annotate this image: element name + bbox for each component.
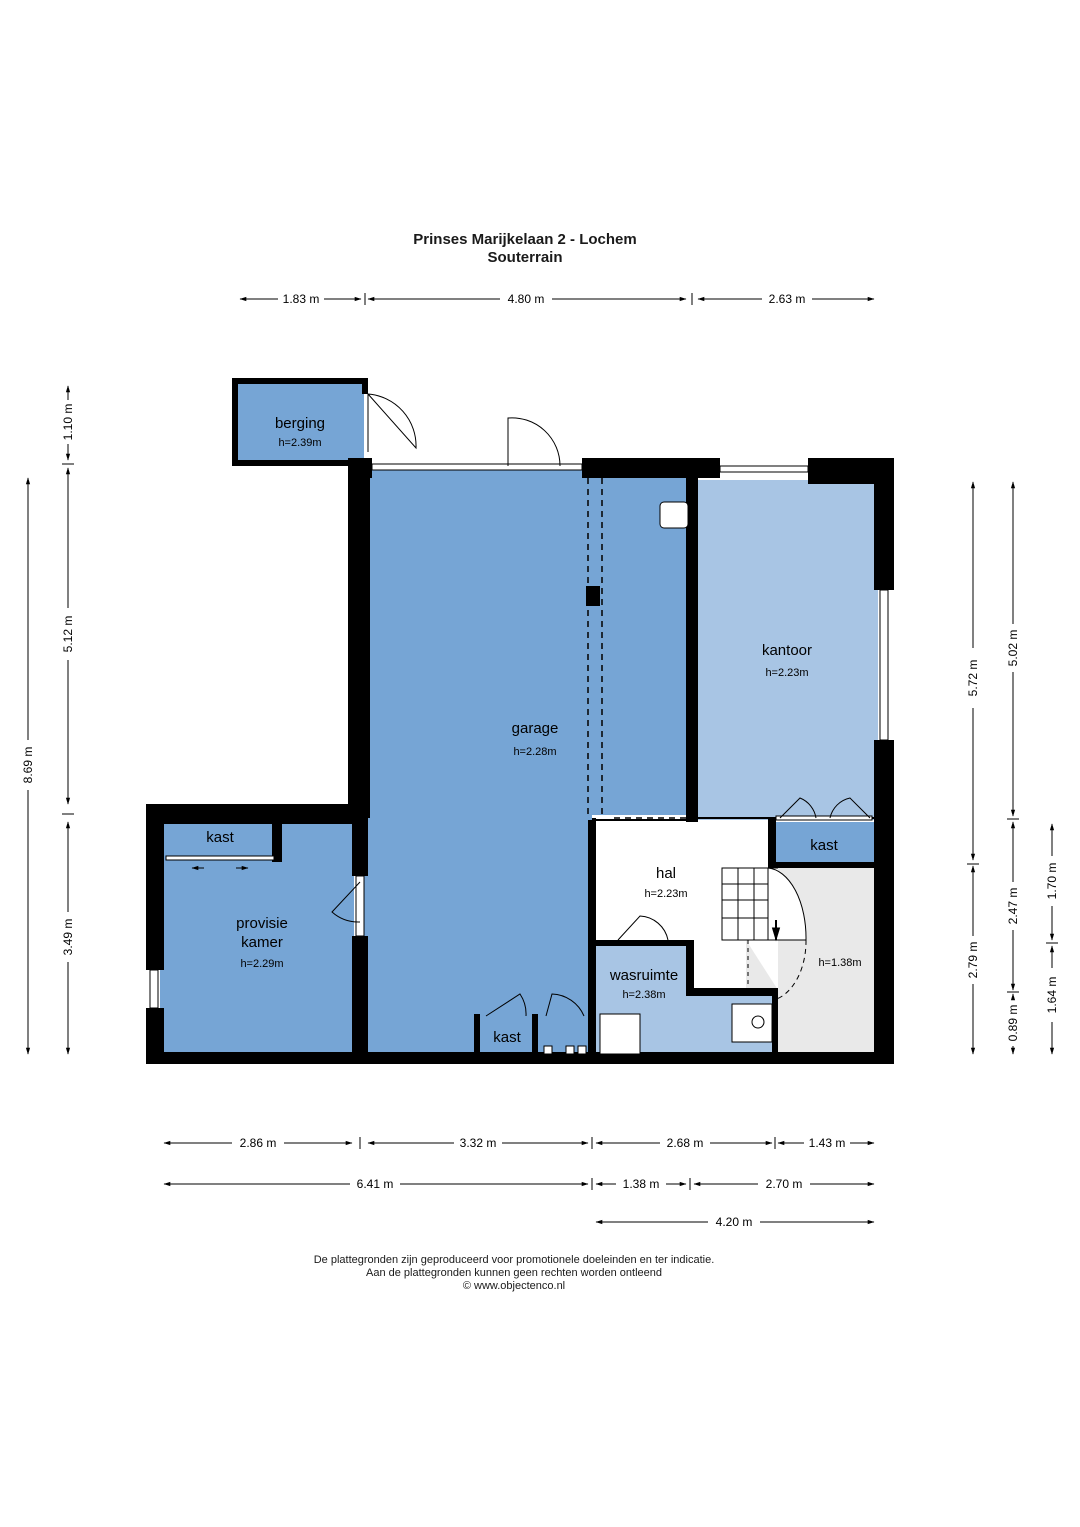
dim-top-3: 2.63 m: [769, 292, 806, 306]
plan-subtitle: Souterrain: [487, 249, 563, 266]
copyright-link[interactable]: © www.objectenco.nl: [462, 1280, 566, 1292]
doors: [331, 393, 871, 1017]
disclaimer-line-1: De plattegronden zijn geproduceerd voor …: [313, 1254, 715, 1266]
room-berging-name: berging: [275, 415, 325, 432]
dim-left-outer: 8.69 m: [21, 747, 35, 784]
dim-bottom-2-2: 1.38 m: [623, 1177, 660, 1191]
counter: [599, 1013, 641, 1055]
kast-provisie-area: [164, 824, 276, 858]
room-kantoor-name: kantoor: [762, 642, 812, 659]
room-kast-kantoor-name: kast: [810, 837, 838, 854]
room-kast-provisie-name: kast: [206, 829, 234, 846]
berging-area: [236, 382, 364, 462]
room-berging-height: h=2.39m: [278, 437, 321, 449]
dim-bottom-1-2: 3.32 m: [460, 1136, 497, 1150]
kantoor-area: [696, 480, 878, 820]
dashed-beams: [587, 478, 764, 819]
room-stair-height: h=1.38m: [818, 957, 861, 969]
room-wasruimte-name: wasruimte: [609, 967, 678, 984]
walls: [146, 378, 894, 1064]
disclaimer-line-2: Aan de plattegronden kunnen geen rechten…: [365, 1267, 662, 1279]
dim-right-c-2: 1.64 m: [1045, 977, 1059, 1014]
dimension-lines: [25, 296, 1055, 1225]
dim-right-b-2: 2.47 m: [1006, 888, 1020, 925]
provisie-area: [160, 822, 354, 1058]
dim-bottom-2-1: 6.41 m: [357, 1177, 394, 1191]
dim-bottom-1-4: 1.43 m: [809, 1136, 846, 1150]
room-hal-name: hal: [656, 865, 676, 882]
room-garage-name: garage: [512, 720, 559, 737]
windows: [149, 463, 889, 1009]
room-garage-height: h=2.28m: [513, 746, 556, 758]
dim-top-2: 4.80 m: [508, 292, 545, 306]
dim-bottom-2-3: 2.70 m: [766, 1177, 803, 1191]
meter-2: [565, 1045, 575, 1055]
garage-area: [364, 470, 690, 815]
room-provisie-name: provisie: [236, 915, 288, 932]
stair-lower-area: [746, 868, 778, 1058]
dim-top-1: 1.83 m: [283, 292, 320, 306]
dim-right-c-1: 1.70 m: [1045, 863, 1059, 900]
dim-right-a-2: 2.79 m: [966, 942, 980, 979]
dim-right-b-3: 0.89 m: [1006, 1005, 1020, 1042]
room-hal-height: h=2.23m: [644, 888, 687, 900]
dim-right-b-1: 5.02 m: [1006, 630, 1020, 667]
dim-left-inner-2: 5.12 m: [61, 616, 75, 653]
meter-3: [577, 1045, 587, 1055]
room-kantoor-height: h=2.23m: [765, 667, 808, 679]
boiler: [659, 501, 689, 529]
room-labels: berging h=2.39m garage h=2.28m kantoor h…: [206, 415, 861, 1046]
room-kast-garage-name: kast: [493, 1029, 521, 1046]
washing-drum: [751, 1015, 765, 1029]
room-wasruimte-height: h=2.38m: [622, 989, 665, 1001]
room-provisie-name2: kamer: [241, 934, 283, 951]
dim-right-a-1: 5.72 m: [966, 660, 980, 697]
dimension-ticks: [62, 293, 1058, 1190]
dim-bottom-1-3: 2.68 m: [667, 1136, 704, 1150]
room-provisie-height: h=2.29m: [240, 958, 283, 970]
stairs: [721, 867, 807, 941]
dim-bottom-1-1: 2.86 m: [240, 1136, 277, 1150]
meter: [543, 1045, 553, 1055]
dim-left-inner-3: 3.49 m: [61, 919, 75, 956]
kast-garage-area: [480, 1018, 534, 1056]
plan-title: Prinses Marijkelaan 2 - Lochem: [413, 231, 637, 248]
dim-left-inner-1: 1.10 m: [61, 404, 75, 441]
kast-kantoor-area: [772, 822, 876, 866]
dim-bottom-3: 4.20 m: [716, 1215, 753, 1229]
dimension-labels: 1.83 m 4.80 m 2.63 m 2.86 m 3.32 m 2.68 …: [21, 292, 1059, 1229]
